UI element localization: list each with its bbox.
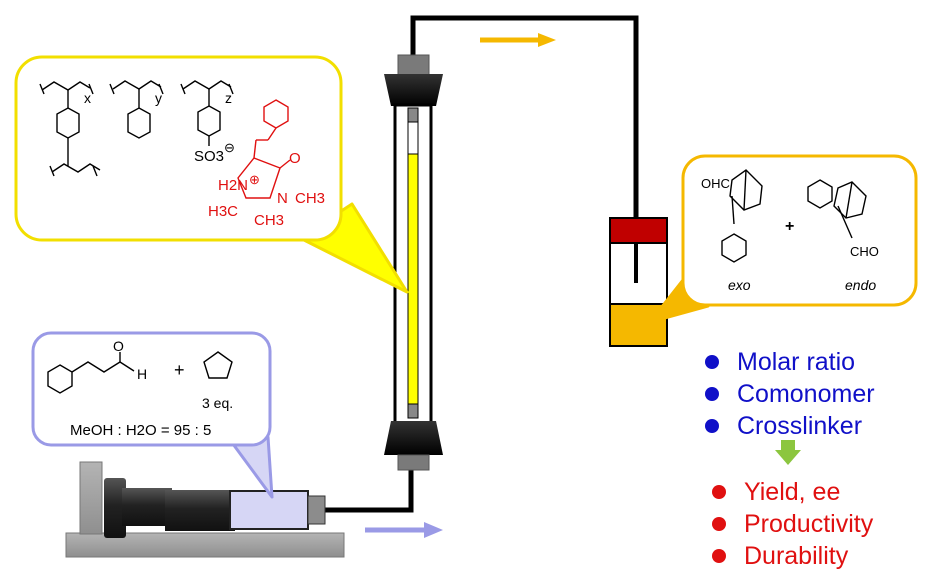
reactant-plus: + xyxy=(174,360,185,380)
solvent-label: MeOH : H2O = 95 : 5 xyxy=(70,422,212,439)
factor-list: Molar ratio Comonomer Crosslinker xyxy=(703,346,875,442)
endo-phenyl xyxy=(807,179,833,209)
endo-norbornene xyxy=(833,181,867,219)
collection-vial xyxy=(609,217,668,347)
bullet-icon xyxy=(712,485,726,499)
outlet-tubing xyxy=(410,15,639,235)
factor-item: Molar ratio xyxy=(703,346,875,378)
exo-phenyl xyxy=(721,233,747,263)
flow-arrow-top xyxy=(480,33,556,47)
exo-formyl: OHC xyxy=(701,176,730,191)
syringe-pump xyxy=(104,478,326,538)
bullet-icon xyxy=(712,517,726,531)
polymer-catalyst-structure xyxy=(39,80,234,177)
endo-label: endo xyxy=(845,277,877,293)
catalyst-callout xyxy=(14,55,343,242)
bullet-icon xyxy=(705,387,719,401)
product-plus: + xyxy=(785,218,795,235)
outcome-list: Yield, ee Productivity Durability xyxy=(710,476,873,572)
product-callout xyxy=(681,154,918,307)
factor-item: Comonomer xyxy=(703,378,875,410)
equivalents-label: 3 eq. xyxy=(202,395,234,411)
flow-arrow-bottom xyxy=(365,522,443,538)
packed-column xyxy=(384,54,443,471)
aldehyde-hydrogen: H xyxy=(137,366,148,382)
exo-label: exo xyxy=(728,277,751,293)
reactant-callout xyxy=(31,331,272,447)
bullet-icon xyxy=(705,355,719,369)
inlet-tubing xyxy=(325,468,414,513)
outcome-item: Productivity xyxy=(710,508,873,540)
bullet-icon xyxy=(712,549,726,563)
outcome-item: Yield, ee xyxy=(710,476,873,508)
cyclopentadiene-ring xyxy=(203,351,233,379)
down-arrow-icon xyxy=(775,440,801,465)
endo-formyl: CHO xyxy=(850,244,879,259)
imidazolidinone-cation xyxy=(237,99,291,199)
factor-item: Crosslinker xyxy=(703,410,875,442)
bullet-icon xyxy=(705,419,719,433)
outcome-item: Durability xyxy=(710,540,873,572)
aldehyde-oxygen: O xyxy=(113,338,124,354)
